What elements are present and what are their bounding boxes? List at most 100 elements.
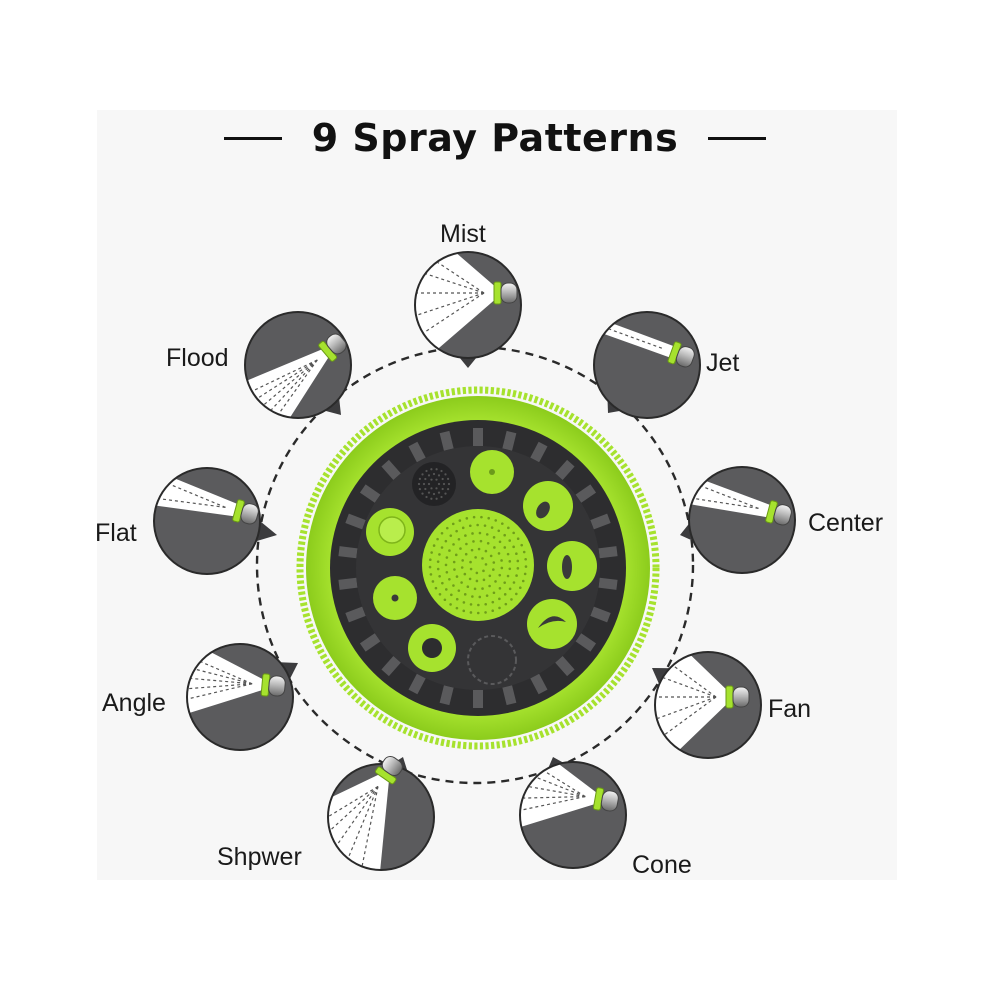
shower-hole [503, 581, 506, 584]
mist-hole [421, 473, 424, 476]
dial-tab [408, 673, 426, 695]
shower-hole [512, 531, 515, 535]
shower-hole [465, 542, 468, 546]
shower-hole [436, 567, 440, 571]
shower-hole [469, 603, 473, 606]
mist-hole [422, 482, 426, 486]
shower-hole [434, 586, 438, 590]
label-shpwer: Shpwer [217, 843, 302, 871]
mist-hole [435, 478, 438, 481]
label-center: Center [808, 509, 884, 537]
spray-cone [521, 763, 600, 840]
shower-hole [488, 574, 492, 578]
bubble-shpwer [327, 755, 435, 871]
shower-hole [460, 581, 463, 584]
shower-hole [498, 540, 502, 544]
spray-streak [188, 683, 253, 692]
shower-hole [449, 534, 453, 537]
shower-hole [470, 548, 474, 552]
shower-hole [498, 587, 502, 590]
dial-tab [345, 513, 366, 530]
mist-hole [432, 492, 436, 496]
shower-hole [436, 537, 439, 541]
shower-hole [464, 534, 467, 537]
bubble-flood [244, 311, 352, 419]
shower-hole [512, 581, 516, 584]
shower-hole [461, 559, 464, 562]
shower-hole [445, 588, 448, 591]
shower-hole [515, 574, 518, 577]
mist-hole [432, 472, 436, 476]
spray-streak [416, 260, 485, 294]
dial-tab [338, 546, 358, 559]
shower-hole [506, 574, 510, 578]
title-dash-right [708, 136, 767, 140]
shower-hole [471, 532, 474, 535]
dial-tab [359, 633, 381, 652]
mist-hole [446, 477, 450, 480]
shower-hole [430, 551, 433, 554]
spray-streak [188, 683, 253, 708]
shower-hole [469, 567, 473, 571]
shower-hole [432, 544, 436, 547]
bubble-center [680, 466, 796, 574]
shower-hole [479, 539, 483, 543]
shower-hole [491, 609, 495, 612]
spray-streak [155, 469, 226, 508]
outlet-flood-boss [378, 516, 406, 544]
shower-hole [466, 585, 470, 589]
mist-hole [435, 487, 438, 490]
shower-hole [484, 549, 488, 553]
shower-hole [478, 531, 482, 535]
shower-hole [515, 592, 518, 596]
outlet-mist-holes [417, 468, 451, 500]
shower-hole [455, 597, 459, 601]
shower-hole [515, 552, 518, 556]
outlet-cone [527, 599, 577, 649]
mist-hole [427, 474, 431, 477]
shower-hole [440, 546, 444, 549]
mist-hole [437, 474, 441, 477]
mist-hole [435, 468, 438, 471]
spray-streak [259, 359, 318, 417]
shower-hole [453, 568, 456, 571]
shower-hole [518, 586, 522, 590]
spray-streak [416, 292, 485, 357]
mist-hole [421, 492, 424, 495]
dial-tab [598, 577, 618, 590]
shower-hole [441, 581, 444, 585]
spray-streak [188, 674, 253, 685]
outlet-flat-hole [391, 594, 399, 602]
shower-hole [497, 552, 501, 555]
shower-hole [476, 611, 480, 615]
nozzle-tip-icon [592, 787, 619, 812]
dial-tab [345, 606, 366, 623]
shower-hole [489, 554, 493, 558]
dial-tab [590, 513, 611, 530]
shower-hole [508, 539, 511, 542]
shower-hole [428, 558, 432, 562]
shower-hole [475, 571, 479, 575]
dial-tab [530, 441, 548, 463]
dial-tab [598, 546, 618, 559]
spray-fan [521, 763, 600, 840]
shower-hole [436, 560, 440, 563]
shower-hole [449, 603, 452, 606]
shower-hole [469, 560, 472, 564]
shower-head-disc [422, 509, 534, 621]
nozzle-tip-icon [232, 499, 259, 525]
spray-streak [690, 472, 759, 509]
spray-streak [521, 779, 586, 798]
shower-hole [524, 557, 527, 561]
mist-hole [444, 473, 447, 476]
nozzle-tip-icon [765, 500, 792, 526]
nozzle-dial [296, 386, 660, 750]
mist-hole [430, 468, 433, 471]
shower-hole [463, 593, 467, 596]
shower-hole [512, 545, 515, 549]
mist-hole [430, 487, 433, 490]
shower-hole [457, 589, 461, 592]
dial-tab [555, 459, 575, 480]
mist-hole [442, 482, 446, 486]
shower-hole [491, 600, 495, 604]
